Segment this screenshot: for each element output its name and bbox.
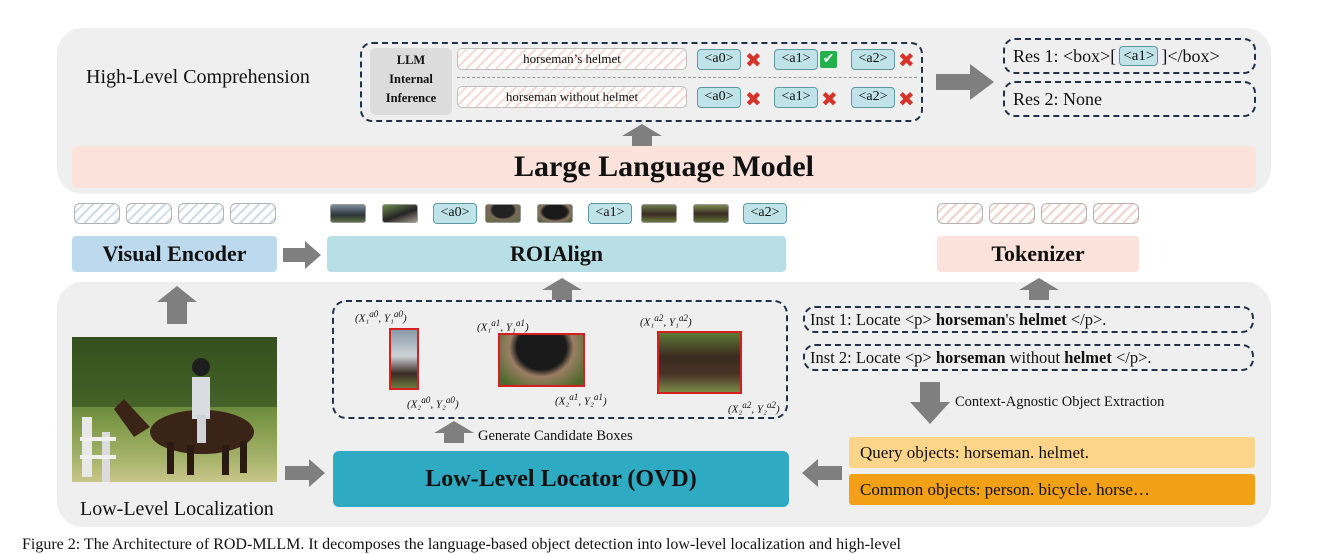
llm-up-arrow-icon: [622, 124, 662, 146]
objects-to-locator-arrow-icon: [802, 459, 842, 487]
input-horse-image: [72, 337, 277, 482]
high-level-label: High-Level Comprehension: [86, 66, 310, 88]
result-1-suffix: ]</box>: [1161, 46, 1220, 66]
encoder-to-roi-arrow-icon: [283, 241, 321, 269]
inst-1-bold-helmet: helmet: [1019, 310, 1067, 329]
candidate-box-a1: [498, 333, 585, 387]
visual-encoder-label: Visual Encoder: [102, 241, 247, 266]
row1-token-a2: <a2>: [851, 49, 895, 70]
roi-align-label: ROIAlign: [510, 241, 603, 266]
row1-cross-icon-a0: ✖: [745, 48, 762, 72]
roi-thumb-a2-1: [641, 204, 677, 223]
roi-token-a0: <a0>: [433, 203, 477, 224]
box-a2-top-coord: (X₁a2, Y₁a2): [640, 313, 692, 329]
roi-thumb-a0-1: [330, 204, 366, 223]
text-token-3: [1041, 203, 1087, 224]
inst-1-prefix: Inst 1: Locate <p>: [810, 310, 936, 329]
box-a1-top-coord: (X₁a1, Y₁a1): [477, 318, 529, 334]
inst-2-suffix: </p>.: [1111, 348, 1152, 367]
inst-1-suffix: </p>.: [1066, 310, 1107, 329]
image-to-encoder-arrow-icon: [157, 286, 197, 324]
text-token-4: [1093, 203, 1139, 224]
tokenizer-label: Tokenizer: [991, 241, 1085, 266]
inst-1-mid: 's: [1005, 310, 1020, 329]
instruction-1-box: Inst 1: Locate <p> horseman's helmet </p…: [803, 306, 1254, 333]
low-level-locator-label: Low-Level Locator (OVD): [425, 466, 697, 492]
inst-2-mid: without: [1005, 348, 1065, 367]
roi-thumb-a1-2: [537, 204, 573, 223]
box-a0-top-coord: (X₁a0, Y₁a0): [355, 309, 407, 325]
inst-2-prefix: Inst 2: Locate <p>: [810, 348, 936, 367]
visual-token-2: [126, 203, 172, 224]
result-1-prefix: Res 1: <box>[: [1013, 46, 1117, 66]
visual-token-4: [230, 203, 276, 224]
image-to-locator-arrow-icon: [285, 459, 325, 487]
inference-row-2-text-box: horseman without helmet: [457, 86, 687, 108]
roi-thumb-a1-1: [485, 204, 521, 223]
instruction-2-box: Inst 2: Locate <p> horseman without helm…: [803, 344, 1254, 371]
row2-cross-icon-a0: ✖: [745, 87, 762, 111]
generate-candidate-boxes-label: Generate Candidate Boxes: [478, 428, 633, 444]
row2-token-a0: <a0>: [697, 87, 741, 108]
result-2-box: Res 2: None: [1003, 81, 1256, 117]
inference-row-1-text: horseman’s helmet: [523, 51, 621, 66]
text-token-1: [937, 203, 983, 224]
roi-thumb-a2-2: [693, 204, 729, 223]
candidate-boxes-container: [332, 300, 788, 419]
inst-2-bold-helmet: helmet: [1064, 348, 1112, 367]
boxes-to-roi-arrow-icon: [542, 278, 582, 300]
visual-token-3: [178, 203, 224, 224]
roi-thumb-a0-2: [382, 204, 418, 223]
box-a0-bottom-coord: (X₂a0, Y₂a0): [407, 395, 459, 411]
internal-word: Internal: [389, 72, 433, 86]
horse-rider-drawing: [72, 337, 277, 482]
candidate-box-a0: [389, 328, 419, 390]
tokenizer-box: Tokenizer: [937, 236, 1139, 272]
inference-word: Inference: [385, 91, 437, 105]
roi-align-box: ROIAlign: [327, 236, 786, 272]
query-objects-box: Query objects: horseman. helmet.: [849, 437, 1255, 468]
llm-internal-inference-label: LLM Internal Inference: [370, 48, 452, 115]
result-1-box: Res 1: <box>[<a1>]</box>: [1003, 38, 1256, 74]
row1-token-a0: <a0>: [697, 49, 741, 70]
inst-to-tokenizer-arrow-icon: [1019, 278, 1059, 300]
text-token-2: [989, 203, 1035, 224]
row2-cross-icon-a2: ✖: [898, 87, 915, 111]
row2-cross-icon-a1: ✖: [821, 87, 838, 111]
locator-to-boxes-arrow-icon: [434, 421, 474, 443]
extraction-down-arrow-icon: [910, 382, 950, 424]
row2-token-a2: <a2>: [851, 87, 895, 108]
box-a2-bottom-coord: (X₂a2, Y₂a2): [728, 400, 780, 416]
result-arrow-icon: [936, 64, 994, 100]
low-level-locator-box: Low-Level Locator (OVD): [333, 451, 789, 507]
roi-token-a1: <a1>: [588, 203, 632, 224]
inference-row-1-text-box: horseman’s helmet: [457, 48, 687, 70]
inference-row-2-text: horseman without helmet: [505, 89, 639, 104]
visual-encoder-box: Visual Encoder: [72, 236, 277, 272]
llm-word: LLM: [396, 53, 426, 67]
large-language-model-label: Large Language Model: [514, 150, 814, 183]
result-2-text: Res 2: None: [1013, 89, 1102, 109]
extraction-label: Context-Agnostic Object Extraction: [955, 394, 1165, 410]
common-objects-box: Common objects: person. bicycle. horse…: [849, 474, 1255, 505]
row2-token-a1: <a1>: [774, 87, 818, 108]
low-level-label: Low-Level Localization: [80, 498, 274, 520]
inst-2-bold-horseman: horseman: [935, 348, 1006, 367]
row1-token-a1: <a1>: [774, 49, 818, 70]
visual-token-1: [74, 203, 120, 224]
result-1-token: <a1>: [1119, 46, 1159, 66]
row1-check-icon-a1: ✔: [820, 51, 837, 68]
row1-cross-icon-a2: ✖: [898, 48, 915, 72]
large-language-model-bar: Large Language Model: [72, 146, 1256, 188]
inst-1-bold-horseman: horseman: [935, 310, 1006, 329]
figure-caption: Figure 2: The Architecture of ROD-MLLM. …: [22, 536, 901, 553]
query-objects-text: Query objects: horseman. helmet.: [860, 443, 1089, 462]
box-a1-bottom-coord: (X₂a1, Y₂a1): [555, 392, 607, 408]
inference-row-divider: [457, 77, 917, 78]
candidate-box-a2: [657, 331, 742, 394]
common-objects-text: Common objects: person. bicycle. horse…: [860, 480, 1150, 499]
llm-internal-inference-box: [360, 42, 923, 122]
roi-token-a2: <a2>: [743, 203, 787, 224]
